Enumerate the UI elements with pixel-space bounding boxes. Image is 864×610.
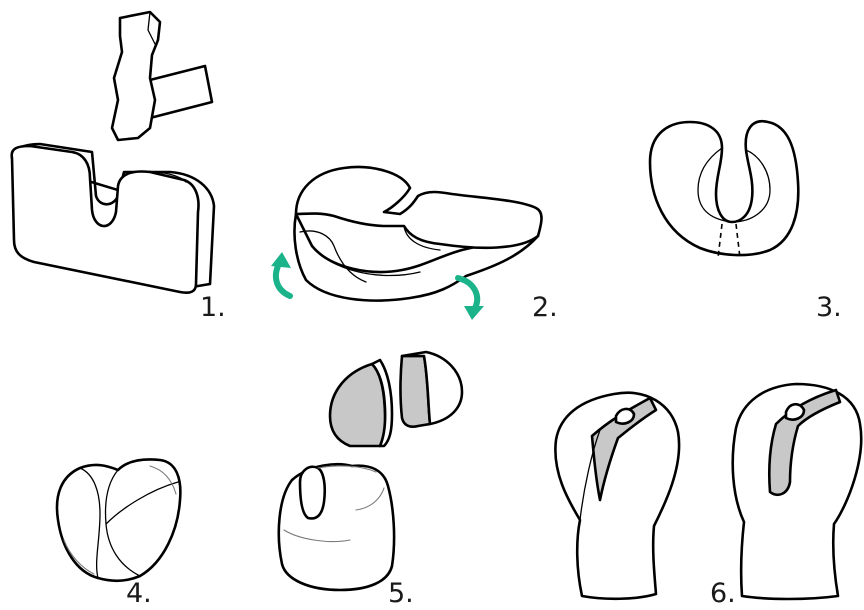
- step-1-label: 1.: [200, 294, 226, 321]
- step-6-figure: [555, 384, 861, 599]
- notched-block: [12, 144, 214, 293]
- step-1-figure: [12, 12, 214, 293]
- hammer-icon: [112, 12, 212, 140]
- step-4-label: 4.: [126, 580, 152, 607]
- step-2-figure: [271, 167, 542, 320]
- step-5-figure: [279, 352, 462, 590]
- step-4-figure: [57, 459, 180, 580]
- step-2-label: 2.: [532, 294, 558, 321]
- bent-block: [294, 167, 541, 301]
- step-6-label: 6.: [710, 580, 736, 607]
- rotate-arrow-icon: [271, 252, 291, 296]
- step-5-label: 5.: [388, 580, 414, 607]
- step-3-label: 3.: [816, 294, 842, 321]
- step-3-figure: [650, 121, 798, 258]
- rotate-arrow-icon: [458, 278, 484, 320]
